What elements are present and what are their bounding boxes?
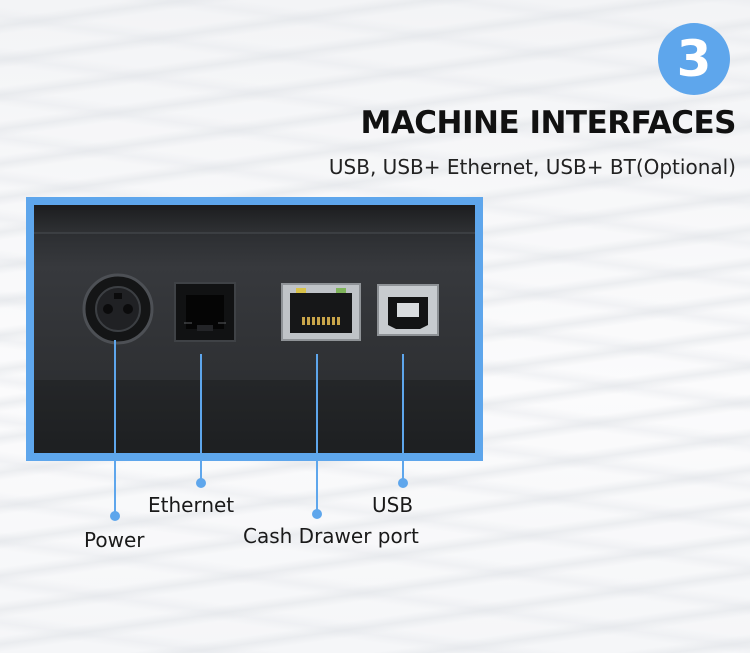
rj11-port-icon: [174, 282, 236, 342]
step-number-badge: 3: [658, 23, 730, 95]
usb-b-port-icon: [377, 284, 439, 336]
power-socket-icon: [82, 273, 154, 345]
page-title: MACHINE INTERFACES: [360, 105, 736, 141]
label-power: Power: [84, 528, 145, 552]
rj45-port-icon: [281, 283, 361, 341]
page-subtitle: USB, USB+ Ethernet, USB+ BT(Optional): [328, 155, 736, 179]
label-ethernet: Ethernet: [148, 493, 235, 517]
printer-back-panel: [34, 205, 475, 453]
label-usb: USB: [372, 493, 414, 517]
label-cash-drawer-port: Cash Drawer port: [243, 524, 419, 548]
interface-panel-photo: [26, 197, 483, 461]
